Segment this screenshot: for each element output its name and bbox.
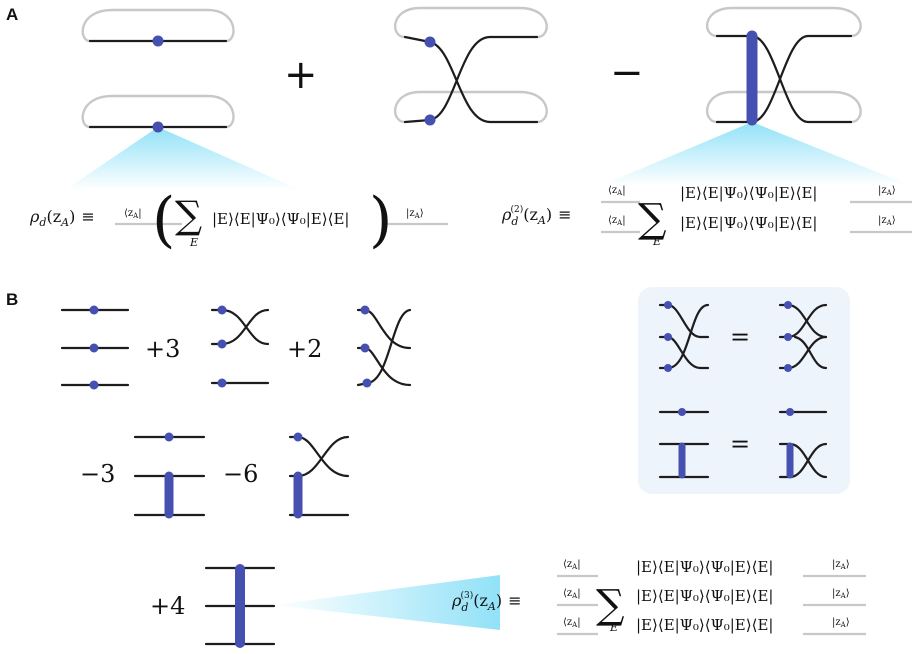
svg-text:|zA⟩: |zA⟩ <box>406 208 424 220</box>
svg-text:|zA⟩: |zA⟩ <box>878 185 896 197</box>
coefficient-plus3: +3 <box>145 335 180 363</box>
trace-loop-top <box>394 6 548 39</box>
dot-icon <box>360 305 370 315</box>
diagram-a3 <box>706 6 862 126</box>
sum-symbol: ∑ <box>638 196 667 242</box>
sum-symbol: ∑ <box>175 193 202 237</box>
dot-icon <box>89 305 99 315</box>
term: |E⟩⟨E|Ψ₀⟩⟨Ψ₀|E⟩⟨E| <box>212 210 349 228</box>
svg-text:⟨zA|: ⟨zA| <box>124 208 142 220</box>
diagram-b1 <box>60 305 130 390</box>
svg-text:ρd(zA)≡: ρd(zA)≡ <box>29 207 95 229</box>
dot-icon <box>293 432 303 442</box>
equals-sign: = <box>730 430 750 458</box>
trace-loop-top <box>706 6 862 38</box>
dot-icon <box>784 301 792 309</box>
paren-left: ( <box>152 185 175 255</box>
svg-text:|zA⟩: |zA⟩ <box>832 588 850 600</box>
svg-text:ρd(3)(zA)≡: ρd(3)(zA)≡ <box>451 590 521 614</box>
dot-icon <box>217 305 227 315</box>
svg-text:⟨zA|: ⟨zA| <box>563 559 581 571</box>
term: |E⟩⟨E|Ψ₀⟩⟨Ψ₀|E⟩⟨E| <box>680 184 817 202</box>
dot-icon <box>360 343 370 353</box>
diagram-a2 <box>394 6 548 126</box>
dot-icon <box>217 378 227 388</box>
term: |E⟩⟨E|Ψ₀⟩⟨Ψ₀|E⟩⟨E| <box>680 214 817 232</box>
equals-sign: = <box>730 323 750 351</box>
coefficient-minus6: −6 <box>223 460 258 488</box>
sum-index: E <box>609 621 618 634</box>
dot-icon <box>424 114 436 126</box>
diagram-b4 <box>133 432 206 519</box>
identity-1-left <box>658 301 710 372</box>
dot-icon <box>786 408 794 416</box>
trace-loop-top <box>81 8 235 43</box>
identity-2-right <box>778 408 828 479</box>
paren-right: ) <box>369 185 392 255</box>
sum-index: E <box>652 235 661 248</box>
trace-loop-bottom <box>394 90 548 124</box>
identity-box <box>638 287 850 494</box>
wire-crossing <box>715 34 853 124</box>
dot-icon <box>217 339 227 349</box>
coefficient-plus2: +2 <box>287 335 322 363</box>
trace-loop-bottom <box>81 94 235 129</box>
term: |E⟩⟨E|Ψ₀⟩⟨Ψ₀|E⟩⟨E| <box>636 558 773 576</box>
plus-sign: + <box>284 52 318 98</box>
dot-icon <box>89 343 99 353</box>
sum-symbol: ∑ <box>596 582 625 628</box>
identity-2-left <box>658 408 710 479</box>
dot-icon <box>664 333 672 341</box>
equation-rho-d2: ρd(2)(zA)≡ ⟨zA| ⟨zA| ∑ E |E⟩⟨E|Ψ₀⟩⟨Ψ₀|E⟩… <box>501 184 912 248</box>
diagram-b5 <box>288 432 350 519</box>
svg-text:⟨zA|: ⟨zA| <box>608 215 626 227</box>
equation-rho-d3: ρd(3)(zA)≡ ⟨zA| ⟨zA| ⟨zA| ∑ E |E⟩⟨E|Ψ₀⟩⟨… <box>451 558 866 636</box>
panel-label-b: B <box>6 290 18 309</box>
glow-cone-1 <box>65 127 300 190</box>
equation-rho-d: ρd(zA)≡ ⟨zA| ( ∑ E |E⟩⟨E|Ψ₀⟩⟨Ψ₀|E⟩⟨E| ) … <box>29 185 448 255</box>
dot-icon <box>89 380 99 390</box>
svg-text:ρd(2)(zA)≡: ρd(2)(zA)≡ <box>501 204 571 228</box>
svg-text:|zA⟩: |zA⟩ <box>832 559 850 571</box>
svg-text:|zA⟩: |zA⟩ <box>832 617 850 629</box>
coefficient-minus3: −3 <box>80 460 115 488</box>
dot-icon <box>152 35 164 47</box>
dot-icon <box>664 301 672 309</box>
dot-icon <box>784 364 792 372</box>
dot-icon <box>424 36 436 48</box>
svg-text:⟨zA|: ⟨zA| <box>563 588 581 600</box>
dot-icon <box>152 121 164 133</box>
dot-icon <box>664 364 672 372</box>
glow-cone-2 <box>600 122 912 186</box>
dot-icon <box>362 378 372 388</box>
dot-icon <box>164 432 174 442</box>
dot-icon <box>678 408 686 416</box>
term: |E⟩⟨E|Ψ₀⟩⟨Ψ₀|E⟩⟨E| <box>636 587 773 605</box>
trace-loop-bottom <box>706 90 862 124</box>
svg-text:|zA⟩: |zA⟩ <box>878 215 896 227</box>
diagram-a1 <box>81 8 235 133</box>
wire-crossing <box>715 34 853 124</box>
dot-icon <box>784 333 792 341</box>
identity-1-right <box>778 301 828 372</box>
glow-cone-3 <box>273 575 500 630</box>
term: |E⟩⟨E|Ψ₀⟩⟨Ψ₀|E⟩⟨E| <box>636 616 773 634</box>
coefficient-plus4: +4 <box>150 592 185 620</box>
panel-label-a: A <box>6 5 18 24</box>
diagram-b3 <box>356 305 412 388</box>
diagram-b2 <box>210 305 270 388</box>
minus-sign: − <box>610 50 644 96</box>
diagram-b6 <box>204 564 276 648</box>
svg-text:⟨zA|: ⟨zA| <box>563 617 581 629</box>
svg-text:⟨zA|: ⟨zA| <box>608 185 626 197</box>
sum-index: E <box>189 236 198 249</box>
